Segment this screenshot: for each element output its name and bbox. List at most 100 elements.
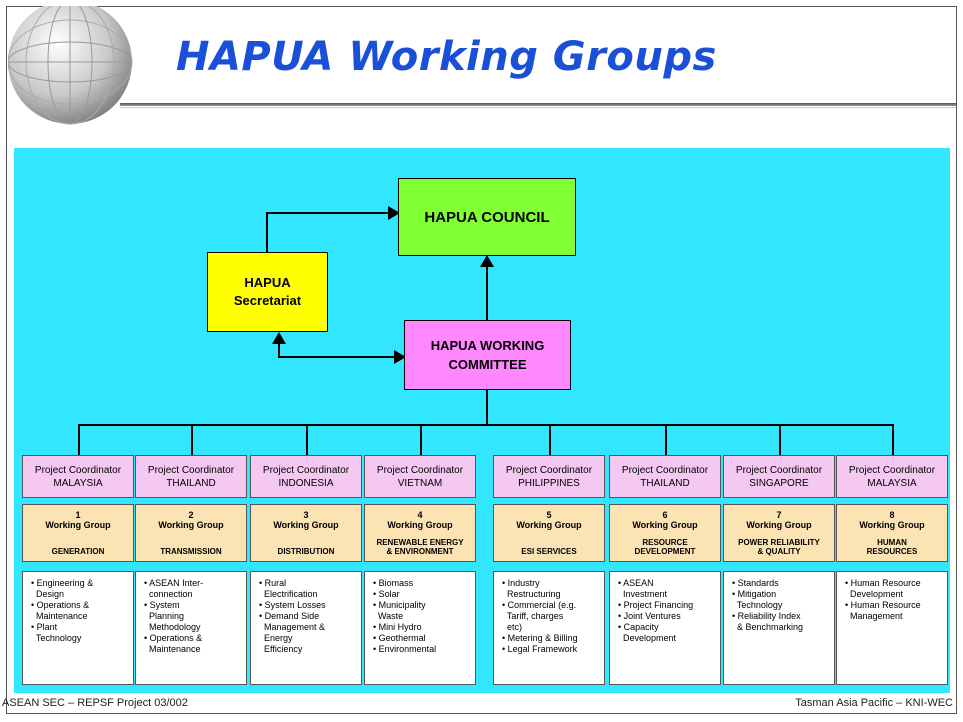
connector-drop xyxy=(892,424,894,455)
activity-item: • Solar xyxy=(373,589,400,599)
working-group-area-line1: POWER RELIABILITY xyxy=(738,538,820,547)
activity-item: • Legal Framework xyxy=(502,644,578,654)
activity-item: Methodology xyxy=(144,622,201,632)
coordinator-label: Project Coordinator xyxy=(848,465,936,476)
coordinator-country: PHILIPPINES xyxy=(518,478,580,489)
activity-item: • Mitigation xyxy=(732,589,777,599)
activity-item: Development xyxy=(845,589,904,599)
working-group-number: 8 xyxy=(889,510,895,520)
project-coordinator-box: Project Coordinator INDONESIA xyxy=(250,455,362,498)
activity-item: • Mini Hydro xyxy=(373,622,422,632)
activity-item: Efficiency xyxy=(259,644,303,654)
activity-item: • Reliability Index xyxy=(732,611,801,621)
project-coordinator-box: Project Coordinator SINGAPORE xyxy=(723,455,835,498)
coordinator-label: Project Coordinator xyxy=(147,465,235,476)
coordinator-label: Project Coordinator xyxy=(34,465,122,476)
project-coordinator-box: Project Coordinator MALAYSIA xyxy=(22,455,134,498)
working-group-label: Working Group xyxy=(632,520,698,530)
arrow-right-icon xyxy=(394,350,406,364)
activity-item: Maintenance xyxy=(144,644,201,654)
connector-horizontal-bus xyxy=(78,424,894,426)
activity-item: • System xyxy=(144,600,180,610)
working-group-number: 1 xyxy=(75,510,81,520)
activity-item: • Environmental xyxy=(373,644,437,654)
connector-committee-down xyxy=(486,390,488,425)
working-group-area-line1: ESI SERVICES xyxy=(521,547,577,556)
connector-drop xyxy=(306,424,308,455)
activity-item: connection xyxy=(144,589,193,599)
working-group-column: Project Coordinator MALAYSIA 8 Working G… xyxy=(836,455,948,685)
coordinator-country: MALAYSIA xyxy=(53,478,103,489)
project-coordinator-box: Project Coordinator MALAYSIA xyxy=(836,455,948,498)
working-group-area-line2: & ENVIRONMENT xyxy=(386,547,454,556)
working-group-column: Project Coordinator PHILIPPINES 5 Workin… xyxy=(493,455,605,685)
activity-item: • Standards xyxy=(732,578,779,588)
working-group-label: Working Group xyxy=(746,520,812,530)
arrow-right-icon xyxy=(388,206,400,220)
working-group-label: Working Group xyxy=(45,520,111,530)
working-group-box: 2 Working Group TRANSMISSION xyxy=(135,504,247,562)
activity-item: Management xyxy=(845,611,903,621)
working-group-box: 5 Working Group ESI SERVICES xyxy=(493,504,605,562)
working-group-area: HUMAN RESOURCES xyxy=(837,538,947,556)
working-group-area: TRANSMISSION xyxy=(136,547,246,556)
working-group-number: 3 xyxy=(303,510,309,520)
activity-item: • Operations & xyxy=(144,633,203,643)
activity-item: Technology xyxy=(732,600,783,610)
working-group-column: Project Coordinator THAILAND 6 Working G… xyxy=(609,455,721,685)
connector-secretariat-down xyxy=(278,342,280,357)
working-group-area: RESOURCE DEVELOPMENT xyxy=(610,538,720,556)
activity-item: • Commercial (e.g. xyxy=(502,600,577,610)
activity-item: • Human Resource xyxy=(845,578,921,588)
connector-secretariat-committee xyxy=(278,356,396,358)
activity-item: • Municipality xyxy=(373,600,426,610)
activity-item: & Benchmarking xyxy=(732,622,804,632)
activity-item: Maintenance xyxy=(31,611,88,621)
project-coordinator-box: Project Coordinator PHILIPPINES xyxy=(493,455,605,498)
coordinator-label: Project Coordinator xyxy=(505,465,593,476)
coordinator-label: Project Coordinator xyxy=(735,465,823,476)
title-divider-highlight xyxy=(120,107,956,108)
working-group-label: Working Group xyxy=(859,520,925,530)
working-group-column: Project Coordinator THAILAND 2 Working G… xyxy=(135,455,247,685)
activity-list: • Industry Restructuring• Commercial (e.… xyxy=(493,571,605,685)
working-group-label: Working Group xyxy=(387,520,453,530)
committee-label-line1: HAPUA WORKING xyxy=(430,338,545,353)
activity-item: • Operations & xyxy=(31,600,90,610)
coordinator-label: Project Coordinator xyxy=(376,465,464,476)
activity-item: Technology xyxy=(31,633,82,643)
footer-left: ASEAN SEC – REPSF Project 03/002 xyxy=(2,697,188,709)
working-group-area-line1: GENERATION xyxy=(51,547,105,556)
connector-drop xyxy=(549,424,551,455)
working-group-box: 3 Working Group DISTRIBUTION xyxy=(250,504,362,562)
working-group-area-line2: DEVELOPMENT xyxy=(634,547,696,556)
hapua-council-box: HAPUA COUNCIL xyxy=(398,178,576,256)
activity-item: • ASEAN Inter- xyxy=(144,578,204,588)
coordinator-country: SINGAPORE xyxy=(749,478,809,489)
connector-drop xyxy=(78,424,80,455)
coordinator-label: Project Coordinator xyxy=(621,465,709,476)
connector-drop xyxy=(779,424,781,455)
project-coordinator-box: Project Coordinator THAILAND xyxy=(135,455,247,498)
activity-item: Electrification xyxy=(259,589,318,599)
activity-item: Tariff, charges xyxy=(502,611,564,621)
working-group-area-line1: DISTRIBUTION xyxy=(277,547,335,556)
page-title: HAPUA Working Groups xyxy=(176,34,717,80)
activity-item: • Rural xyxy=(259,578,287,588)
activity-item: Development xyxy=(618,633,677,643)
project-coordinator-box: Project Coordinator VIETNAM xyxy=(364,455,476,498)
working-group-area-line1: TRANSMISSION xyxy=(160,547,222,556)
activity-item: Restructuring xyxy=(502,589,561,599)
globe-logo xyxy=(8,6,133,125)
working-group-column: Project Coordinator MALAYSIA 1 Working G… xyxy=(22,455,134,685)
activity-item: • ASEAN xyxy=(618,578,654,588)
working-group-area-line1: RENEWABLE ENERGY xyxy=(376,538,464,547)
activity-item: • Engineering & xyxy=(31,578,94,588)
project-coordinator-box: Project Coordinator THAILAND xyxy=(609,455,721,498)
activity-item: Energy xyxy=(259,633,293,643)
activity-item: • System Losses xyxy=(259,600,326,610)
working-group-area-line1: RESOURCE xyxy=(642,538,688,547)
coordinator-country: VIETNAM xyxy=(397,478,443,489)
activity-item: • Industry xyxy=(502,578,540,588)
